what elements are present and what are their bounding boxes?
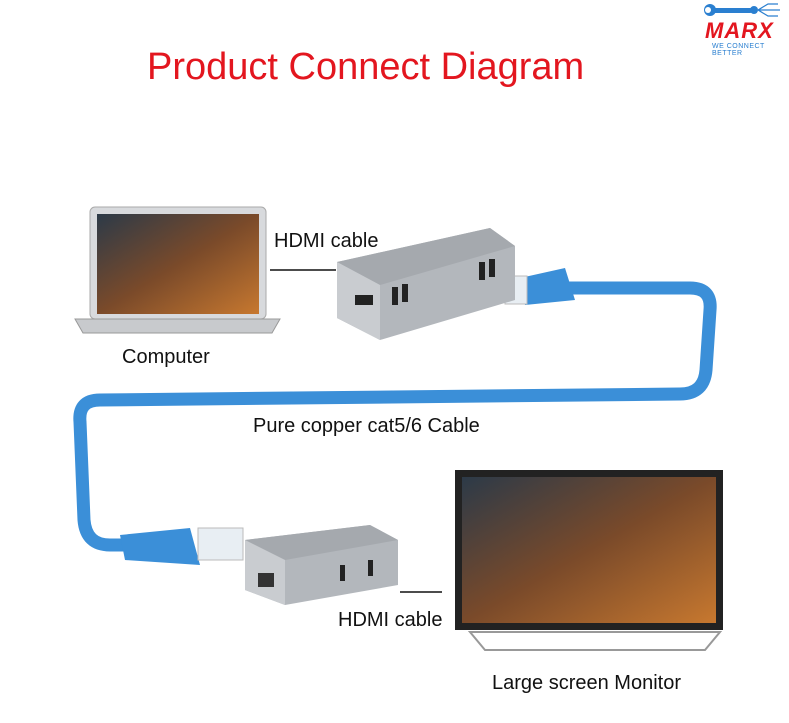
page-title: Product Connect Diagram bbox=[147, 46, 585, 88]
label-cat-cable: Pure copper cat5/6 Cable bbox=[253, 415, 480, 437]
label-hdmi-cable-top: HDMI cable bbox=[274, 230, 379, 252]
label-computer: Computer bbox=[122, 346, 210, 368]
rj45-connector-top bbox=[504, 268, 575, 305]
cat-cable bbox=[73, 281, 717, 552]
logo-tagline: WE CONNECT BETTER bbox=[712, 43, 765, 57]
rj45-connector-bottom bbox=[120, 527, 244, 565]
logo-wrench-icon bbox=[704, 3, 780, 17]
label-hdmi-cable-bottom: HDMI cable bbox=[338, 609, 443, 631]
hdmi-receiver bbox=[245, 525, 398, 605]
label-monitor: Large screen Monitor bbox=[492, 672, 681, 694]
large-monitor bbox=[455, 470, 723, 651]
logo-brand: MARX bbox=[705, 18, 774, 43]
hdmi-transmitter bbox=[337, 228, 515, 340]
laptop-computer bbox=[74, 206, 281, 334]
